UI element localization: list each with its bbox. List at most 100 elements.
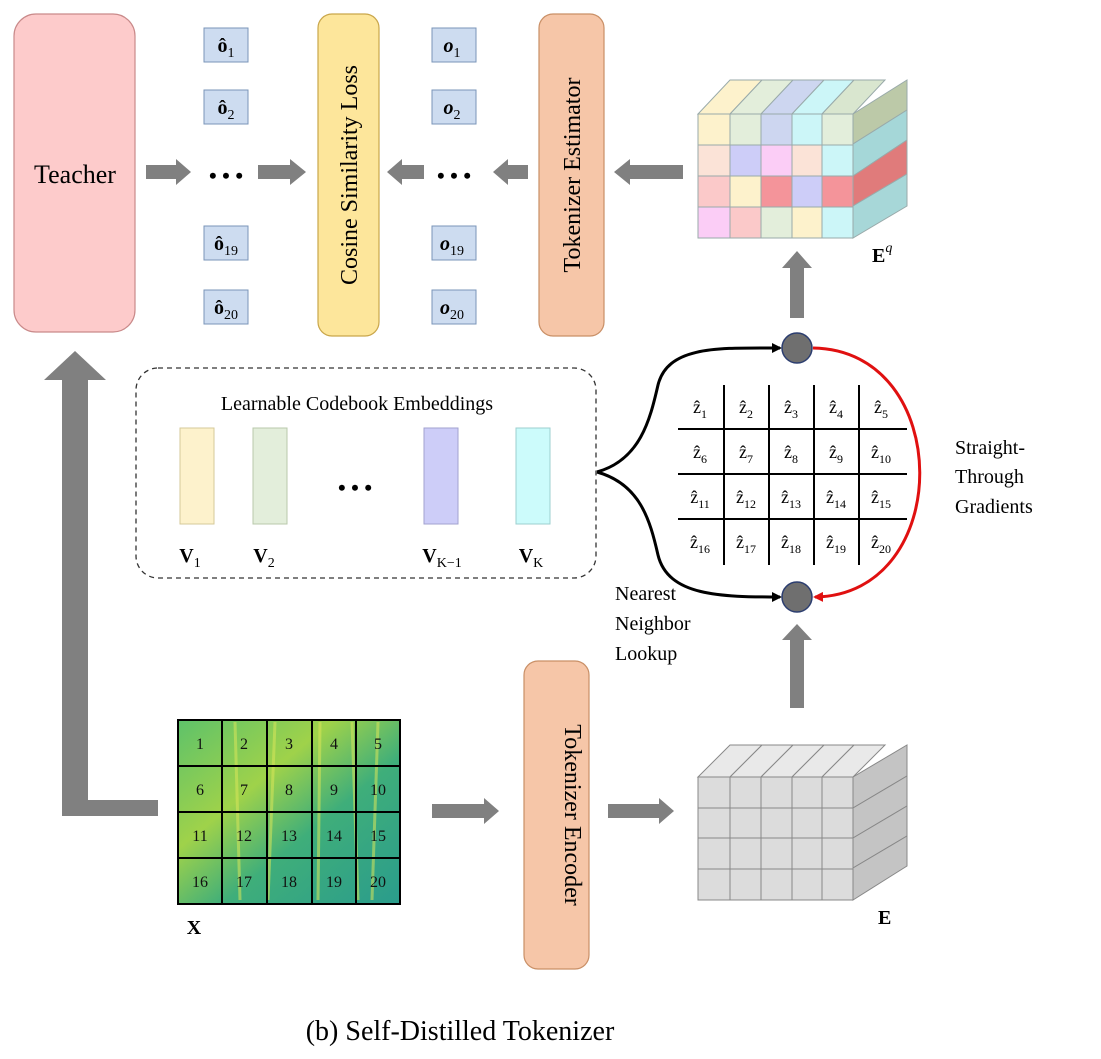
svg-text:ô2: ô2: [218, 97, 235, 123]
z-hat-cell: ẑ3: [784, 397, 798, 421]
codebook-vector-k: [515, 427, 551, 525]
z-hat-cell: ẑ12: [736, 487, 756, 511]
svg-text:o20: o20: [440, 297, 464, 323]
arrow-estimator-to-o: [493, 159, 528, 185]
ellipsis-left: • • •: [209, 163, 243, 188]
vector-label-2: V2: [253, 545, 274, 571]
tokenizer-estimator-label: Tokenizer Estimator: [560, 78, 586, 273]
svg-text:o2: o2: [444, 97, 461, 123]
codebook-vector-1: [179, 427, 215, 525]
svg-text:ô1: ô1: [218, 35, 235, 61]
z-hat-cell: ẑ9: [829, 442, 843, 466]
target-hat-19: ô19: [203, 225, 249, 261]
svg-text:Straight-: Straight-: [955, 437, 1025, 459]
svg-text:o1: o1: [444, 35, 461, 61]
z-hat-cell: ẑ18: [781, 532, 801, 556]
patch-label: 1: [196, 736, 204, 753]
z-hat-cell: ẑ5: [874, 397, 888, 421]
z-hat-cell: ẑ7: [739, 442, 753, 466]
patch-label: 2: [240, 736, 248, 753]
ellipsis-right: • • •: [437, 163, 471, 188]
arrow-e-to-sum: [782, 624, 812, 708]
z-hat-cell: ẑ11: [690, 487, 710, 511]
patch-label: 18: [281, 874, 297, 891]
eq-cube: Eq: [696, 79, 908, 267]
patch-label: 9: [330, 782, 338, 799]
e-label: E: [878, 907, 891, 929]
patch-label: 10: [370, 782, 386, 799]
nearest-neighbor-label: Nearest Neighbor Lookup: [615, 583, 691, 665]
target-hat-2: ô2: [203, 89, 249, 125]
patch-label: 5: [374, 736, 382, 753]
patch-label: 14: [326, 828, 342, 845]
tokenizer-encoder-label: Tokenizer Encoder: [559, 724, 585, 906]
arrow-encoder-to-e: [608, 798, 674, 824]
tokenizer-encoder-block: Tokenizer Encoder: [523, 660, 590, 970]
target-hat-20: ô20: [203, 289, 249, 325]
quantize-node-top: [781, 332, 813, 364]
codebook-vector-k-1: [423, 427, 459, 525]
z-hat-cell: ẑ10: [871, 442, 891, 466]
target-hat-column: ô1 ô2 ô19 ô20 • • •: [203, 27, 249, 325]
codebook-panel: Learnable Codebook Embeddings • • • V1 V…: [135, 367, 597, 579]
z-hat-cell: ẑ19: [826, 532, 846, 556]
patch-label: 3: [285, 736, 293, 753]
target-o-1: o1: [431, 27, 477, 63]
arrow-x-to-teacher: [44, 351, 158, 816]
e-cube: E: [696, 744, 908, 929]
tokenizer-estimator-block: Tokenizer Estimator: [538, 13, 605, 337]
z-hat-cell: ẑ2: [739, 397, 753, 421]
patch-label: 7: [240, 782, 248, 799]
arrow-teacher-to-targets: [146, 159, 191, 185]
svg-text:Through: Through: [955, 466, 1024, 488]
z-hat-cell: ẑ16: [690, 532, 710, 556]
arrow-x-to-encoder: [432, 798, 499, 824]
z-hat-cell: ẑ14: [826, 487, 846, 511]
svg-text:Gradients: Gradients: [955, 496, 1033, 518]
arrow-targets-to-loss: [258, 159, 306, 185]
vector-label-1: V1: [179, 545, 200, 571]
codebook-ellipsis: • • •: [338, 475, 372, 500]
connector-curves: [596, 342, 922, 602]
cosine-loss-label: Cosine Similarity Loss: [337, 65, 363, 285]
target-o-column: o1 o2 o19 o20 • • •: [431, 27, 477, 325]
flow-arrows-bottom: [432, 251, 812, 824]
patch-label: 6: [196, 782, 204, 799]
eq-label: Eq: [872, 241, 892, 267]
patch-label: 16: [192, 874, 208, 891]
z-hat-cell: ẑ20: [871, 532, 891, 556]
teacher-label: Teacher: [34, 160, 116, 189]
teacher-block: Teacher: [13, 13, 136, 333]
svg-text:ô19: ô19: [214, 233, 238, 259]
patch-label: 17: [236, 874, 252, 891]
z-hat-cell: ẑ4: [829, 397, 843, 421]
z-hat-cell: ẑ17: [736, 532, 756, 556]
vector-label-k: VK: [519, 545, 544, 571]
z-hat-cell: ẑ15: [871, 487, 891, 511]
curve-codebook-to-top: [596, 342, 782, 474]
curve-codebook-to-bottom: [596, 470, 782, 602]
figure-caption: (b) Self-Distilled Tokenizer: [306, 1016, 615, 1047]
patch-label: 4: [330, 736, 338, 753]
quantize-node-bottom: [781, 581, 813, 613]
curve-straight-through: [812, 346, 922, 602]
patch-label: 12: [236, 828, 252, 845]
z-hat-cell: ẑ13: [781, 487, 801, 511]
svg-text:Nearest: Nearest: [615, 583, 677, 605]
flow-arrows-top: [146, 159, 683, 185]
codebook-title: Learnable Codebook Embeddings: [221, 393, 493, 415]
x-label: X: [187, 917, 202, 939]
target-o-20: o20: [431, 289, 477, 325]
arrow-eq-to-estimator: [614, 159, 683, 185]
codebook-vector-2: [252, 427, 288, 525]
target-o-2: o2: [431, 89, 477, 125]
target-hat-1: ô1: [203, 27, 249, 63]
z-hat-cell: ẑ1: [693, 397, 707, 421]
patch-label: 15: [370, 828, 386, 845]
svg-text:Neighbor: Neighbor: [615, 613, 691, 635]
vector-label-k-1: VK−1: [422, 545, 461, 571]
straight-through-label: Straight- Through Gradients: [955, 437, 1033, 518]
